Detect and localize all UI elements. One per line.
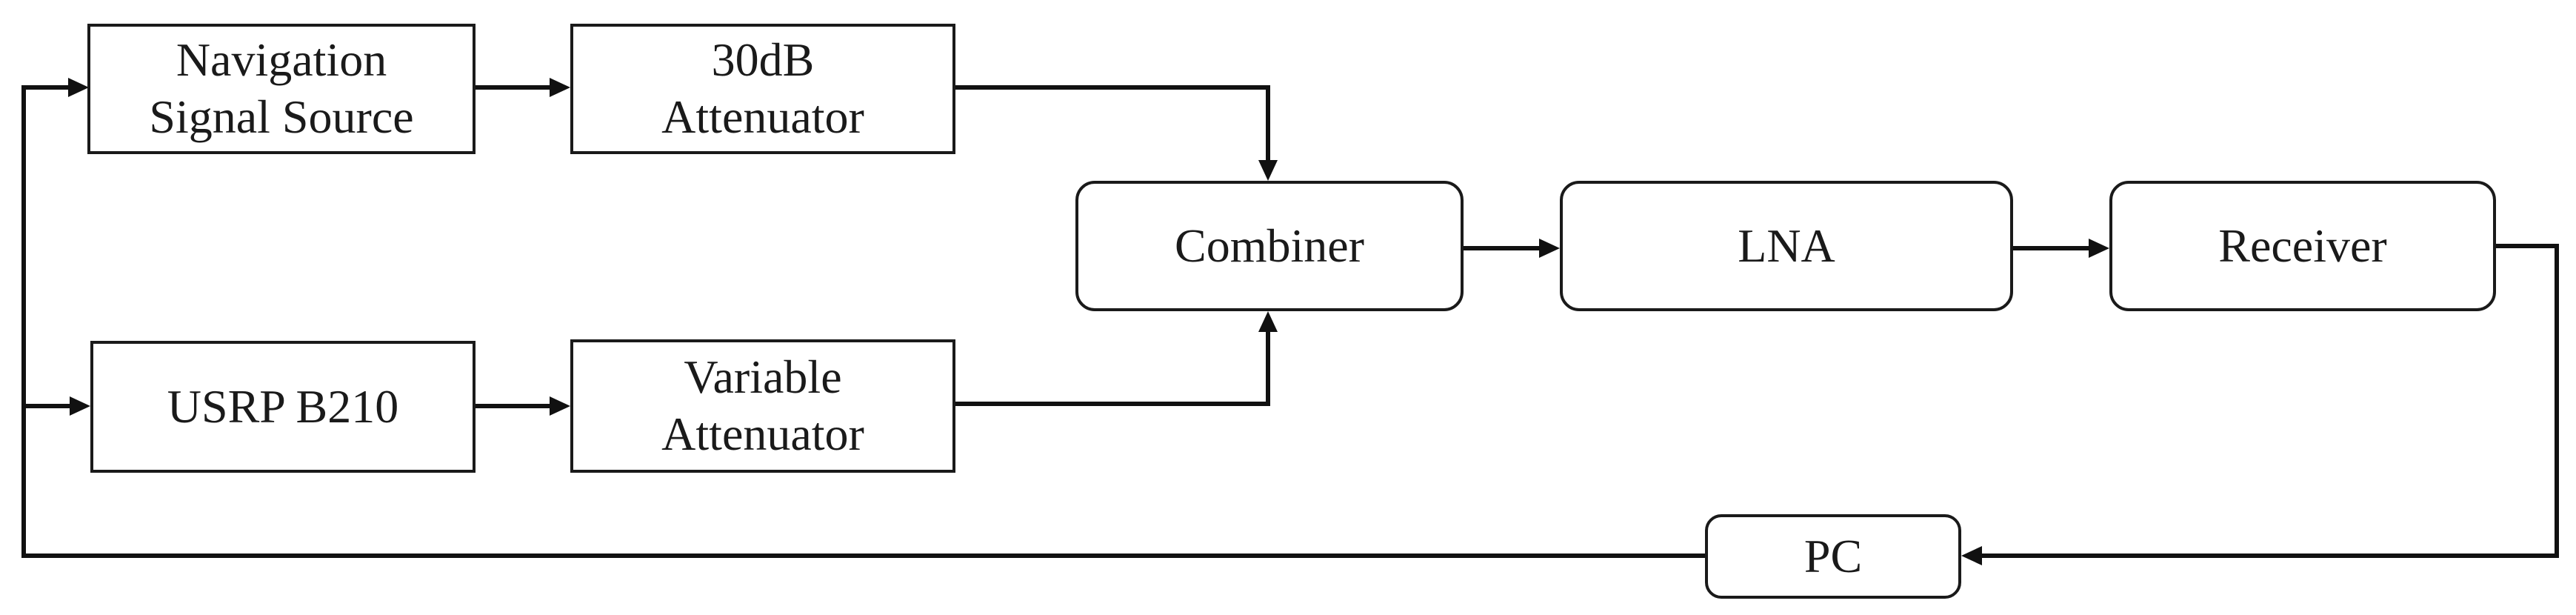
pc-block: PC <box>1705 514 1961 599</box>
arrow-into-receiver <box>2089 239 2109 258</box>
combiner-label: Combiner <box>1175 219 1364 272</box>
navigation-signal-source-label: Navigation Signal Source <box>149 33 414 143</box>
wire-receiver-to-pc <box>1982 244 2559 558</box>
lna-label: LNA <box>1738 219 1835 272</box>
receiver-block: Receiver <box>2109 181 2496 311</box>
attenuator-30db-label: 30dB Attenuator <box>661 33 864 143</box>
arrow-into-pc <box>1961 546 1982 565</box>
arrow-into-variable-attenuator <box>550 396 570 416</box>
arrow-into-combiner-top <box>1258 160 1278 181</box>
usrp-b210-block: USRP B210 <box>90 341 476 473</box>
arrow-into-combiner-bottom <box>1258 311 1278 332</box>
wire-variable-to-combiner <box>955 332 1270 406</box>
usrp-b210-label: USRP B210 <box>167 379 399 433</box>
arrow-into-lna <box>1539 239 1560 258</box>
attenuator-30db-block: 30dB Attenuator <box>570 24 955 154</box>
variable-attenuator-label: Variable Attenuator <box>661 350 864 460</box>
arrow-into-nav-source <box>68 78 89 97</box>
arrow-into-usrp <box>70 396 90 416</box>
variable-attenuator-block: Variable Attenuator <box>570 339 955 473</box>
pc-label: PC <box>1803 529 1863 582</box>
combiner-block: Combiner <box>1075 181 1464 311</box>
receiver-label: Receiver <box>2218 219 2387 272</box>
wire-30db-to-combiner <box>955 85 1270 160</box>
wire-pc-to-feedback-bus <box>21 85 1705 558</box>
lna-block: LNA <box>1560 181 2013 311</box>
arrow-into-30db-attenuator <box>550 78 570 97</box>
navigation-signal-source-block: Navigation Signal Source <box>87 24 476 154</box>
